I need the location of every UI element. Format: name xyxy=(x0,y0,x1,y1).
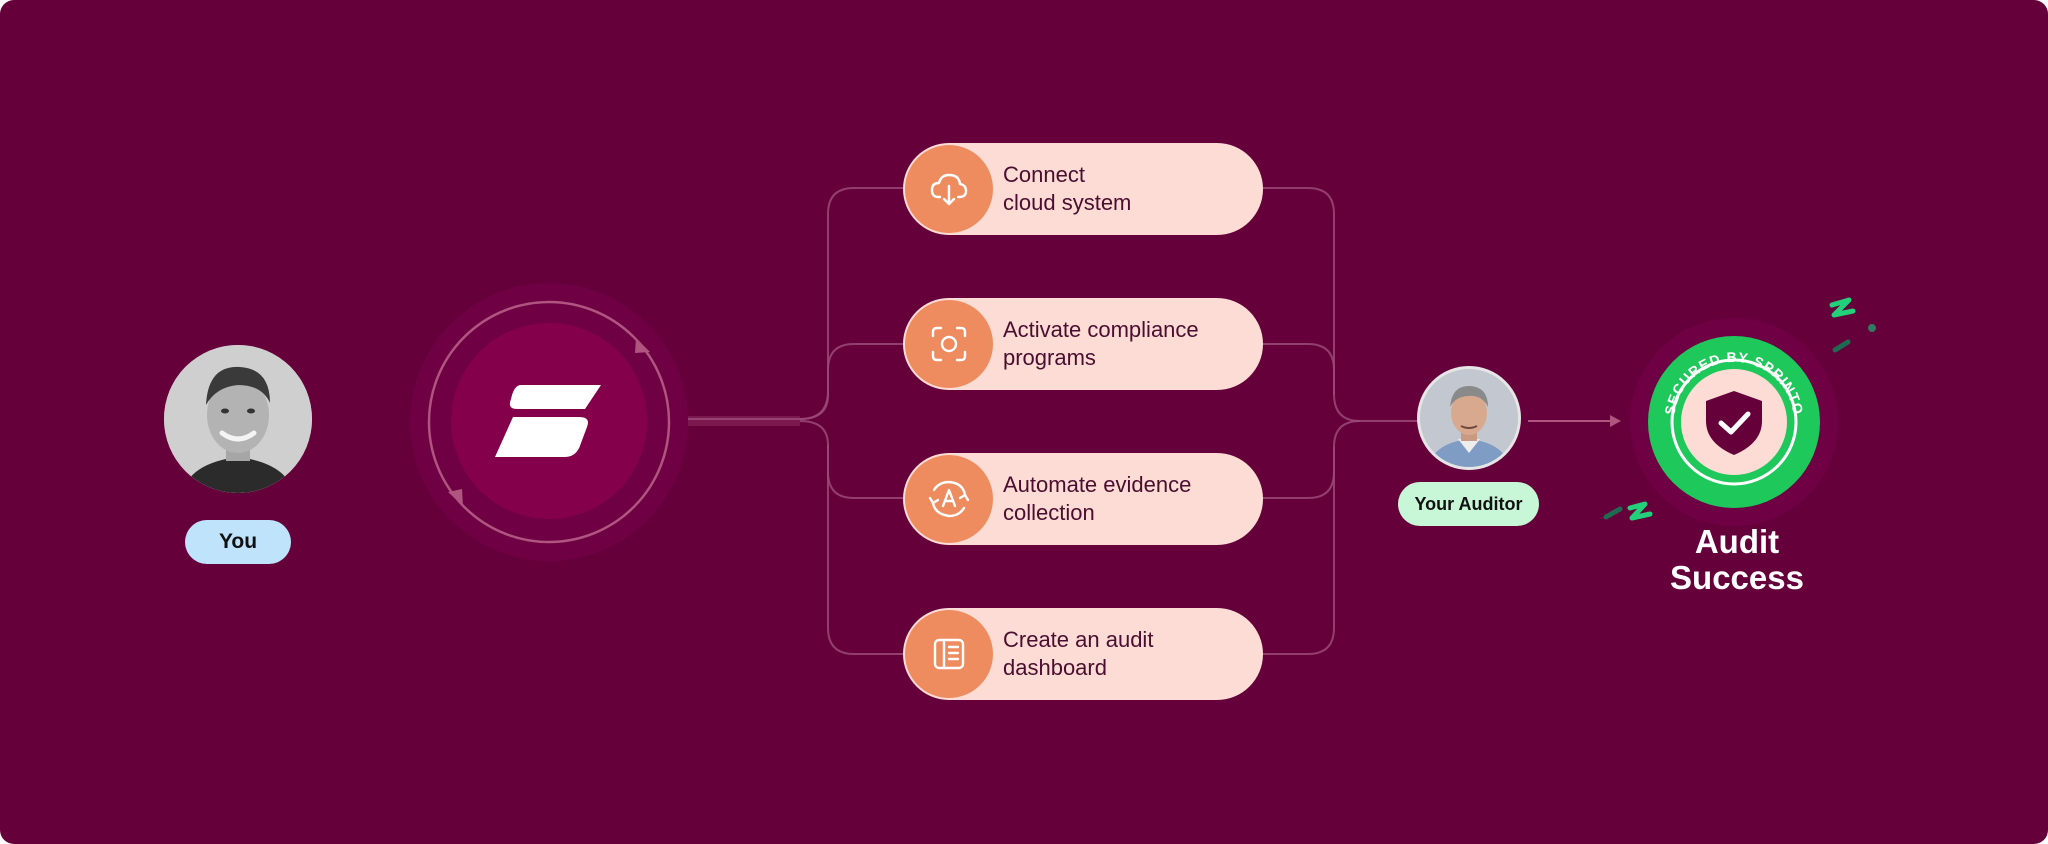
step-activate-compliance: Activate compliance programs xyxy=(903,298,1263,390)
sprinto-logo-icon xyxy=(495,385,601,457)
step-label: Activate compliance programs xyxy=(1003,317,1199,370)
auditor-label: Your Auditor xyxy=(1398,482,1539,526)
branch-line-third xyxy=(799,420,905,499)
dashboard-panel-icon xyxy=(905,610,993,698)
step-label: Automate evidence collection xyxy=(1003,472,1192,525)
step-label: Create an audit dashboard xyxy=(1003,627,1154,680)
secured-by-sprinto-badge: SECURED BY SPRINTO xyxy=(1648,336,1820,508)
auditor-to-badge-arrow xyxy=(1610,415,1621,427)
auditor-avatar xyxy=(1417,366,1521,470)
branch-line-top xyxy=(672,187,905,420)
merge-line-third xyxy=(1262,420,1361,499)
step-create-dashboard: Create an audit dashboard xyxy=(903,608,1263,700)
shield-check-icon xyxy=(1706,391,1762,455)
auto-refresh-icon xyxy=(905,455,993,543)
merge-line-bottom xyxy=(1262,447,1335,655)
cloud-download-icon xyxy=(905,145,993,233)
user-avatar xyxy=(164,345,312,493)
step-automate-evidence: Automate evidence collection xyxy=(903,453,1263,545)
step-connect-cloud: Connect cloud system xyxy=(903,143,1263,235)
audit-success-title: Audit Success xyxy=(1670,523,1804,596)
branch-line-second xyxy=(799,343,905,420)
branch-line-bottom xyxy=(827,445,905,655)
step-label: Connect cloud system xyxy=(1003,162,1132,215)
merge-line-top xyxy=(1262,187,1418,422)
focus-target-icon xyxy=(905,300,993,388)
user-label: You xyxy=(185,520,291,564)
merge-line-second xyxy=(1262,343,1335,395)
